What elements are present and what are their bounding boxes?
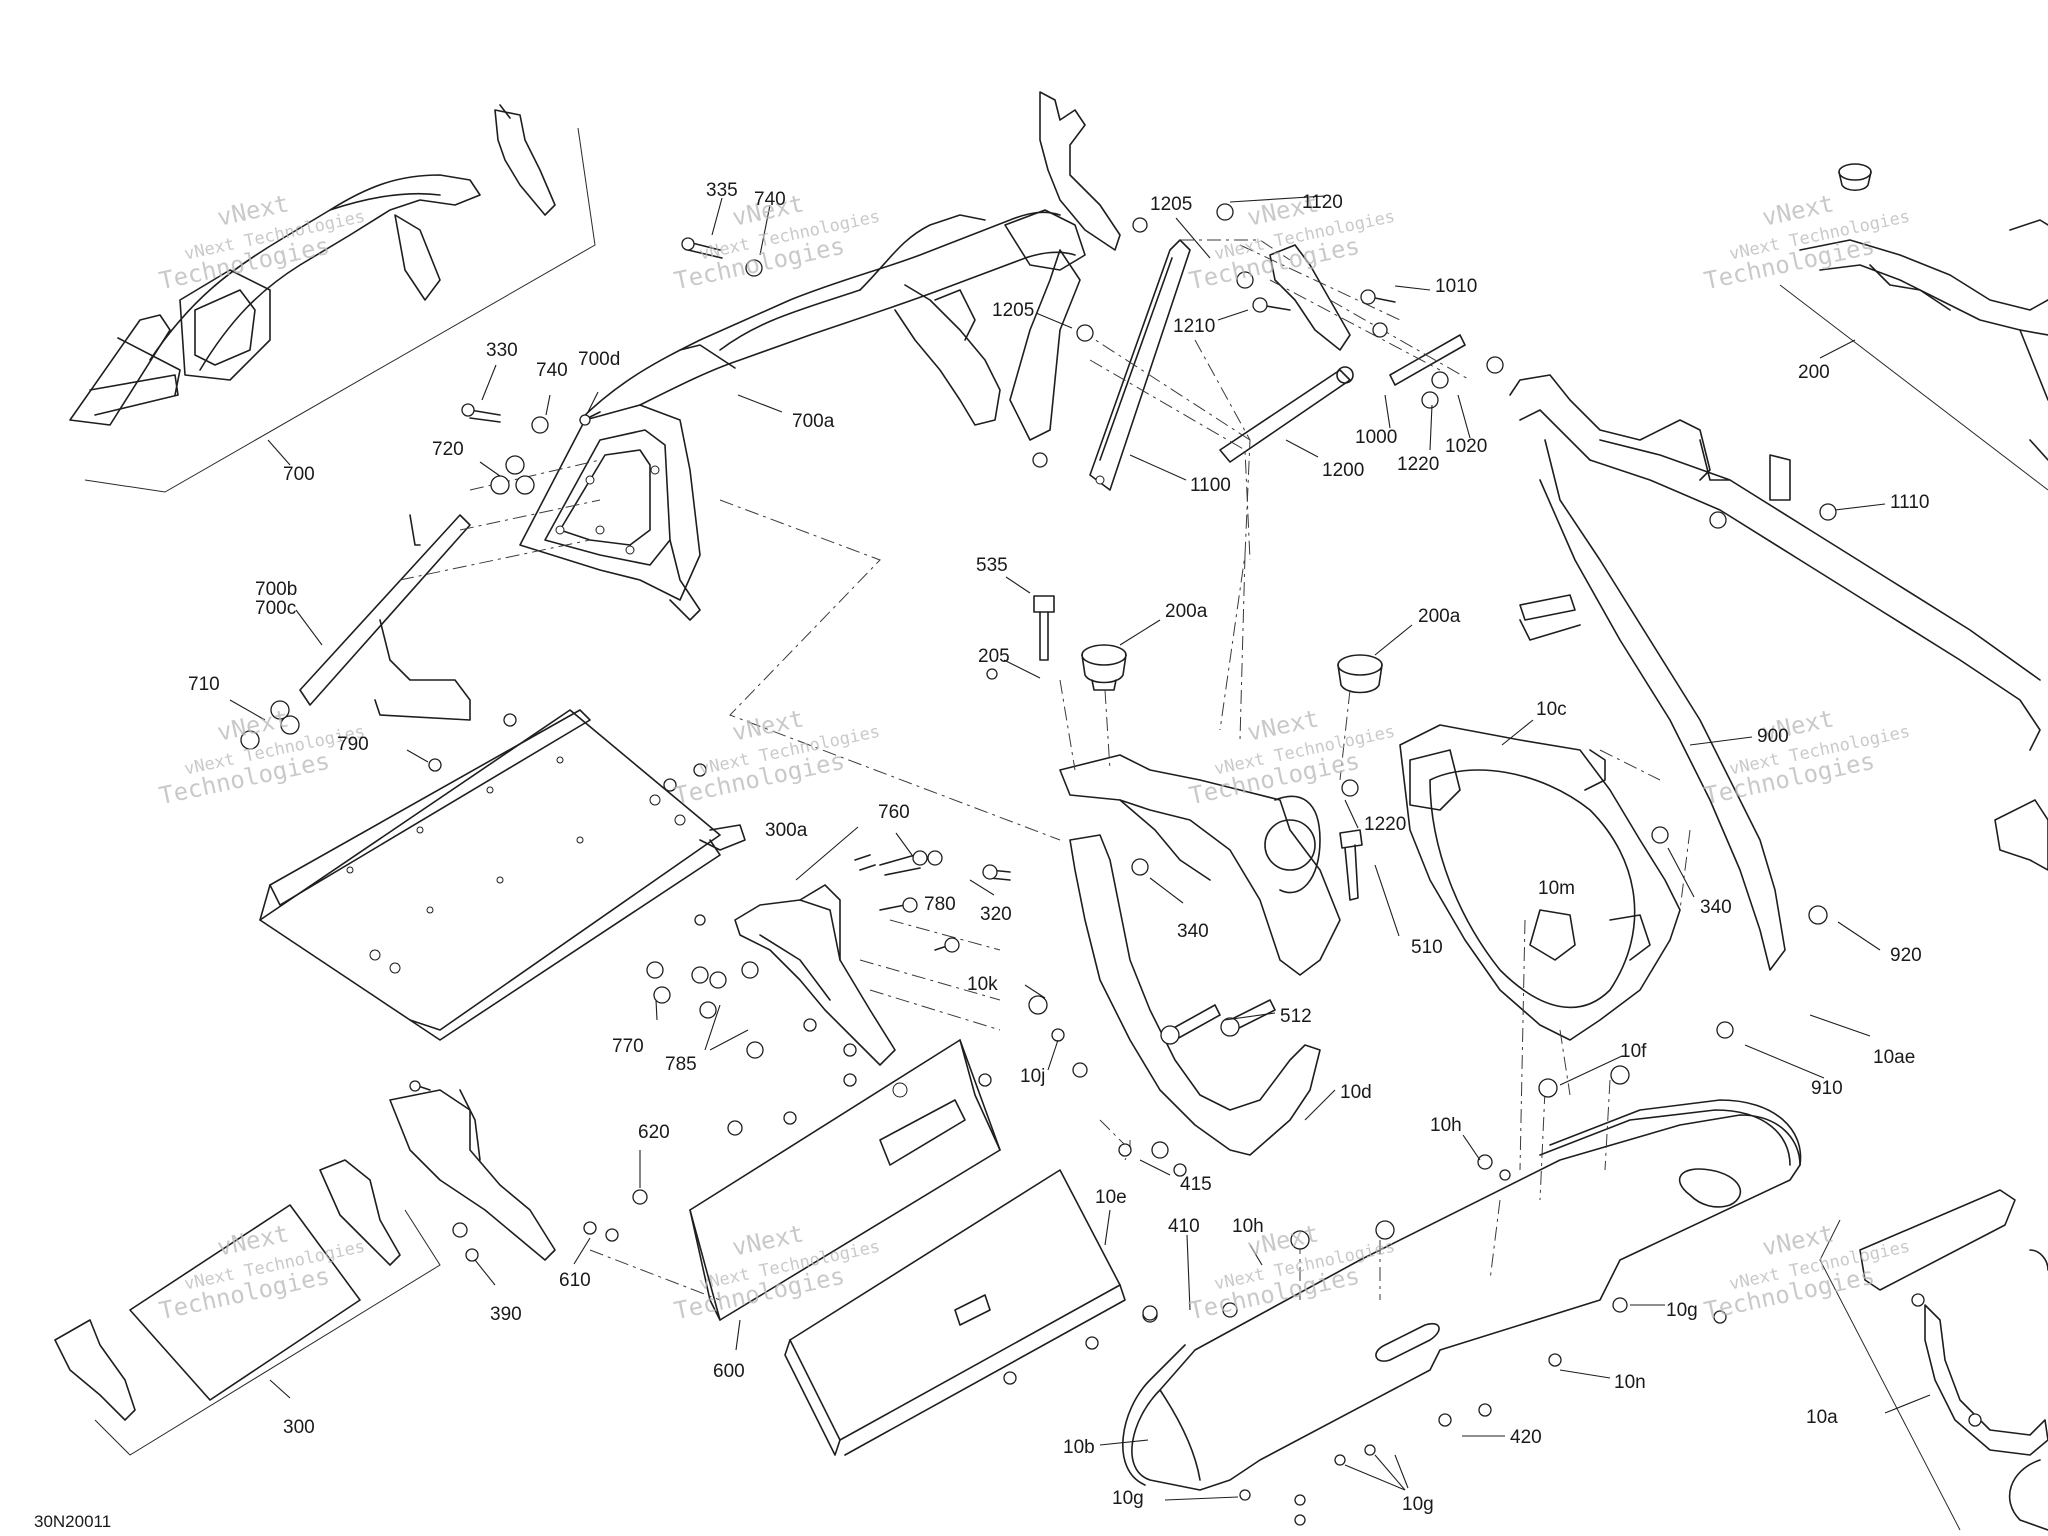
leader-lines [229,195,1931,1501]
callout-300a: 300a [765,820,808,841]
assembly-lines [399,239,1691,1301]
callout-512: 512 [1280,1006,1312,1027]
callout-510: 510 [1411,937,1443,958]
callout-740: 740 [754,189,786,210]
callout-770: 770 [612,1036,644,1057]
callout-710: 710 [188,674,220,695]
callout-340: 340 [1700,897,1732,918]
callout-600: 600 [713,1361,745,1382]
callout-780: 780 [924,894,956,915]
callout-410: 410 [1168,1216,1200,1237]
plate-10e [784,1169,1126,1456]
frame-700-small [69,104,556,426]
figure-code: 30N20011 [34,1512,111,1531]
callout-700: 700 [283,464,315,485]
corner-assembly-10a [1819,1189,2048,1531]
callout-10g: 10g [1402,1494,1434,1515]
callout-700a: 700a [792,411,835,432]
rubber-mount-200-top [1838,163,1872,192]
callout-1120: 1120 [1302,192,1343,213]
callout-200a: 200a [1165,601,1208,622]
frame-section-10c [1399,724,1681,1041]
bracket-700b [299,514,471,721]
callout-205: 205 [978,646,1010,667]
assembly-300 [54,1089,556,1456]
callout-910: 910 [1811,1078,1843,1099]
callout-200a: 200a [1418,606,1461,627]
callout-1110: 1110 [1890,492,1929,513]
frame-700a [519,91,1121,621]
callout-330: 330 [486,340,518,361]
bar-1100 [1089,239,1191,491]
floor-plate-10b [1122,1099,1802,1491]
callout-1200: 1200 [1322,460,1364,481]
callout-790: 790 [337,734,369,755]
callout-340: 340 [1177,921,1209,942]
frame-900 [1509,374,2048,971]
callout-10m: 10m [1538,878,1575,899]
callout-390: 390 [490,1304,522,1325]
callout-740: 740 [536,360,568,381]
bolt-510 [1339,829,1363,901]
callout-420: 420 [1510,1427,1542,1448]
callout-700b: 700b [255,579,297,600]
callout-620: 620 [638,1122,670,1143]
frame-section-10d [1059,754,1341,1156]
callout-10h: 10h [1232,1216,1264,1237]
callout-1220: 1220 [1364,814,1406,835]
callout-320: 320 [980,904,1012,925]
callout-920: 920 [1890,945,1922,966]
callout-1220: 1220 [1397,454,1439,475]
callout-10j: 10j [1020,1066,1045,1087]
callout-labels: 335 740 330 740 700d 700a 700 720 700b 7… [188,180,1929,1515]
callout-900: 900 [1757,726,1789,747]
fasteners [240,203,1982,1526]
callout-10n: 10n [1614,1372,1646,1393]
callout-10ae: 10ae [1873,1047,1915,1068]
callout-10c: 10c [1536,699,1567,720]
skid-plate-790 [259,709,746,1041]
bracket-300a [734,884,896,1066]
callout-10d: 10d [1340,1082,1372,1103]
callout-10a: 10a [1806,1407,1838,1428]
callout-1010: 1010 [1435,276,1477,297]
callout-10g: 10g [1112,1488,1144,1509]
callout-720: 720 [432,439,464,460]
callout-10g: 10g [1666,1300,1698,1321]
callout-1210: 1210 [1173,316,1215,337]
callout-1100: 1100 [1190,475,1231,496]
rubber-mount-200a-right [1337,654,1383,694]
panel-600 [689,1039,1001,1321]
callout-535: 535 [976,555,1008,576]
callout-1000: 1000 [1355,427,1397,448]
callout-415: 415 [1180,1174,1212,1195]
callout-610: 610 [559,1270,591,1291]
callout-785: 785 [665,1054,697,1075]
callout-10k: 10k [967,974,998,995]
bolts-512 [1160,999,1276,1045]
callout-760: 760 [878,802,910,823]
callout-10f: 10f [1620,1041,1647,1062]
callout-335: 335 [706,180,738,201]
callout-700d: 700d [578,349,620,370]
callout-700c: 700c [255,598,296,619]
bolt-535 [1033,595,1055,661]
callout-1205: 1205 [992,300,1034,321]
frame-200 [1779,219,2048,491]
strut-1200 [1219,366,1354,463]
callout-300: 300 [283,1417,315,1438]
callout-1205: 1205 [1150,194,1192,215]
rubber-mount-200a-left [1081,644,1127,691]
callout-10b: 10b [1063,1437,1095,1458]
callout-1020: 1020 [1445,436,1487,457]
callout-200: 200 [1798,362,1830,383]
assembly-700-inset [69,104,596,493]
bracket-1000 [1269,244,1466,386]
callout-10h: 10h [1430,1115,1462,1136]
callout-10e: 10e [1095,1187,1127,1208]
